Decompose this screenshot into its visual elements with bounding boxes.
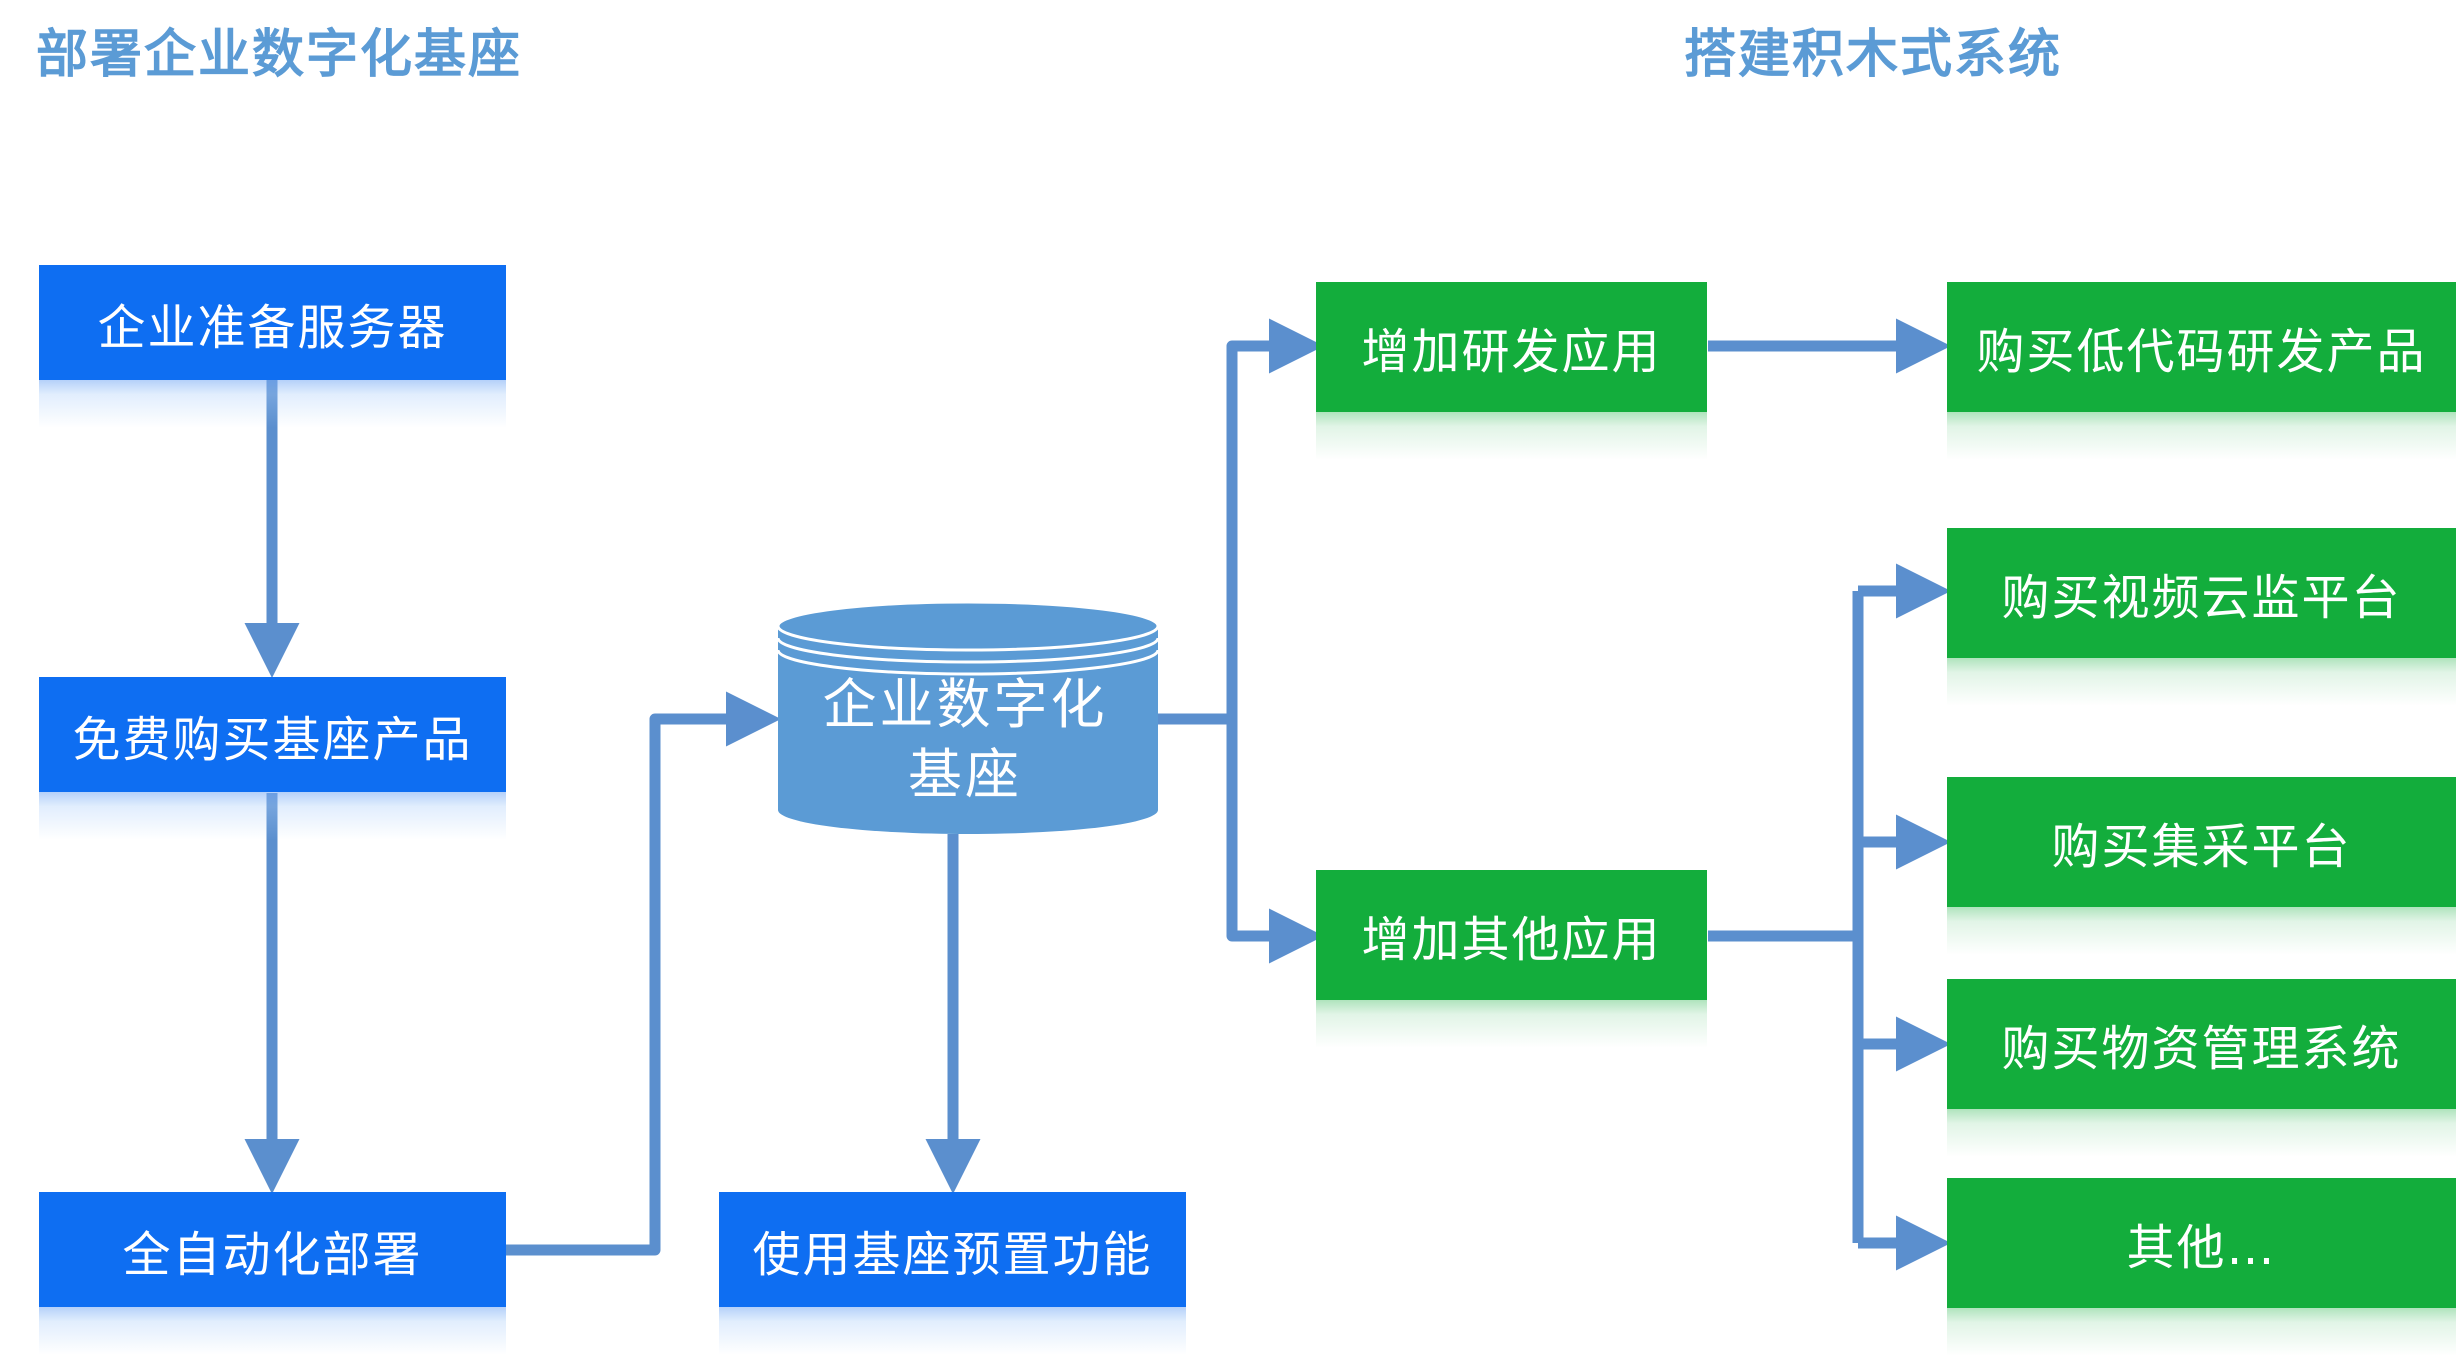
buy-procurement: 购买集采平台 [1947, 777, 2456, 955]
buy-others: 其他… [1947, 1178, 2456, 1356]
step-prepare-server: 企业准备服务器 [39, 265, 506, 428]
step-buy-base: 免费购买基座产品 [39, 677, 506, 840]
buy-low-code: 购买低代码研发产品 [1947, 282, 2456, 460]
buy-video-cloud: 购买视频云监平台 [1947, 528, 2456, 706]
buy-materials: 购买物资管理系统 [1947, 979, 2456, 1157]
base-label-line1: 企业数字化 [822, 673, 1108, 736]
arrow-base-to-other [1226, 719, 1324, 964]
step-auto-deploy: 全自动化部署 [39, 1192, 506, 1355]
base-label: 企业数字化 基座 [775, 670, 1155, 810]
database-cylinder [776, 600, 1160, 834]
arrow-base-to-rd [1157, 318, 1324, 725]
app-add-other: 增加其他应用 [1316, 870, 1707, 1048]
app-add-rd: 增加研发应用 [1316, 282, 1707, 460]
left-section-title: 部署企业数字化基座 [36, 25, 523, 85]
step-use-preset: 使用基座预置功能 [719, 1192, 1186, 1355]
right-section-title: 搭建积木式系统 [1684, 25, 2063, 85]
arrow-deploy-to-base [505, 691, 781, 1256]
base-label-line2: 基座 [908, 743, 1022, 806]
